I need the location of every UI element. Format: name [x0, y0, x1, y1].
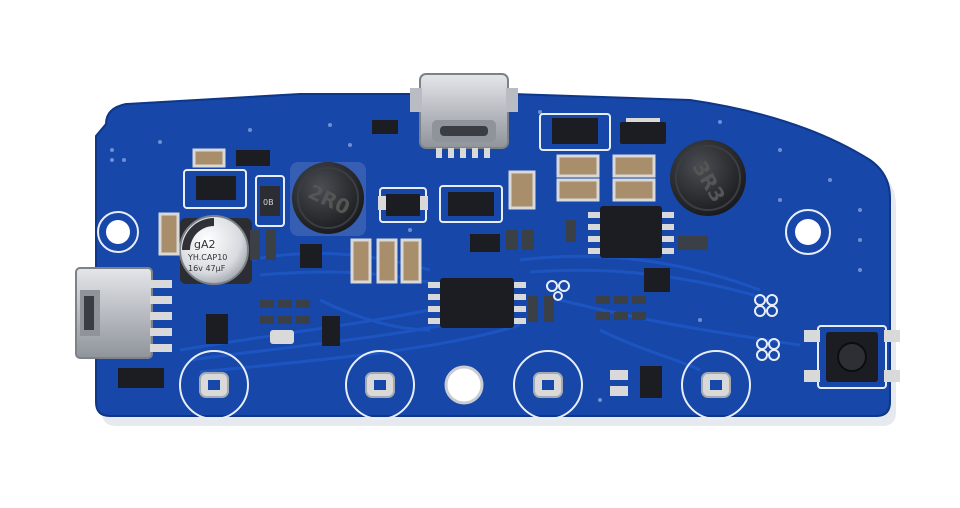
electrolytic-capacitor: gA2 YH.CAP10 16v 47μF	[179, 215, 252, 285]
small-chip: 0B	[255, 175, 285, 227]
ic-chip-center	[428, 278, 526, 328]
bottom-pads	[179, 350, 751, 420]
silkscreen-marks	[546, 280, 780, 361]
capacitor-marking-1: gA2	[194, 238, 216, 251]
inductor-left: 2R0	[290, 162, 366, 236]
capacitor-marking-2: YH.CAP10	[187, 253, 227, 262]
inductor-right: 3R3	[670, 140, 746, 216]
usb-c-port-icon	[410, 73, 518, 158]
capacitor-marking-3: 16v 47μF	[188, 264, 226, 273]
mounting-holes	[97, 209, 831, 405]
micro-usb-port-icon	[75, 267, 172, 359]
ic-chip-right	[588, 206, 674, 258]
passive-components	[118, 120, 708, 398]
small-chip-marking: 0B	[263, 198, 274, 207]
tactile-button-icon	[804, 325, 900, 389]
smd-diodes	[183, 113, 666, 223]
